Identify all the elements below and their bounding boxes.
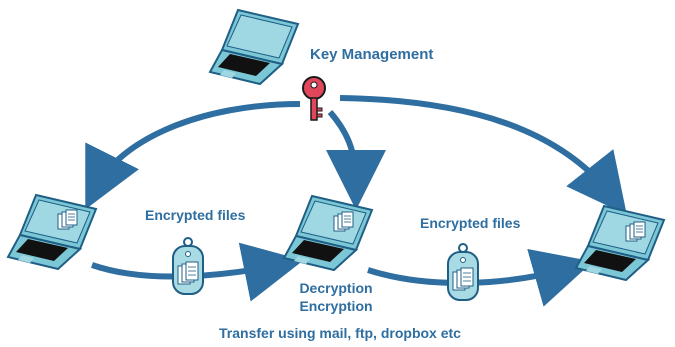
processing-laptop-icon [283, 195, 373, 271]
key-icon [302, 76, 326, 121]
decryption-label: Decryption [299, 280, 373, 296]
key-management-label: Key Management [310, 46, 434, 63]
arrow-key-to-center-laptop [325, 110, 386, 210]
sender-laptop-icon [7, 194, 97, 270]
encrypted-files-label-right: Encrypted files [420, 215, 521, 231]
arrow-key-to-right-laptop [339, 95, 627, 215]
arrow-key-to-left-laptop [85, 101, 301, 210]
file-tag-icon [447, 243, 479, 301]
receiver-laptop-icon [575, 205, 665, 281]
transfer-caption: Transfer using mail, ftp, dropbox etc [219, 325, 461, 341]
file-tag-icon [172, 237, 204, 295]
encryption-label: Encryption [299, 298, 373, 314]
encrypted-files-label-left: Encrypted files [145, 207, 246, 223]
key-management-laptop-icon [209, 9, 299, 85]
